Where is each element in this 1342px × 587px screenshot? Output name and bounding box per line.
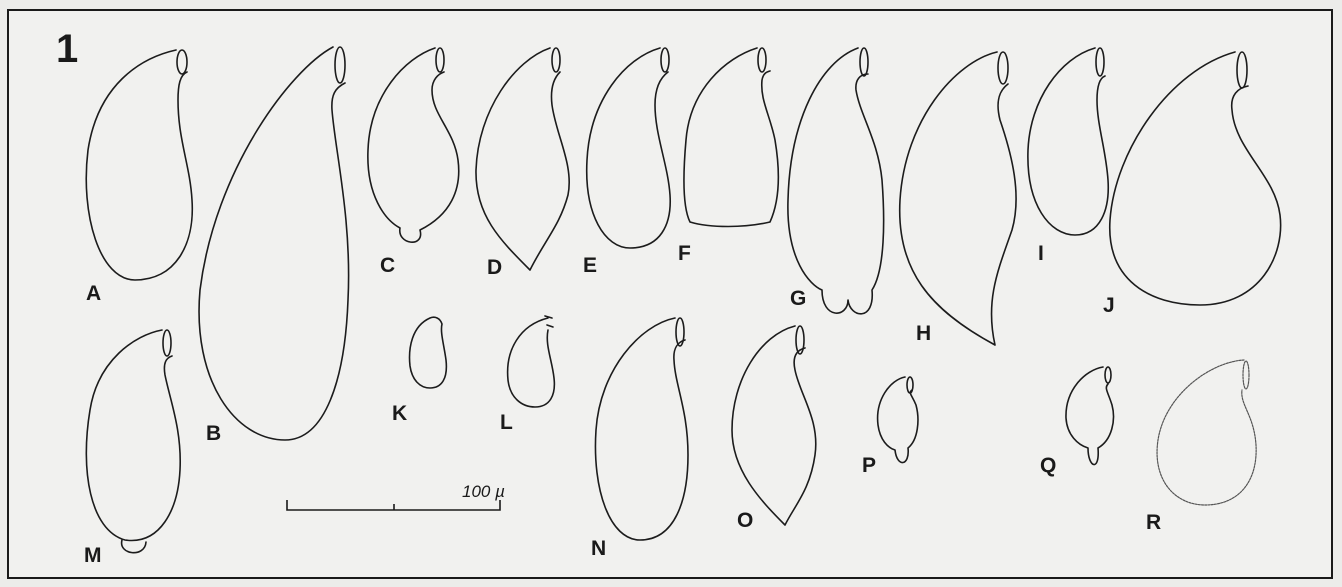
label-M: M bbox=[84, 544, 102, 567]
label-E: E bbox=[583, 254, 597, 277]
label-I: I bbox=[1038, 242, 1044, 265]
scale-bar-label: 100 µ bbox=[462, 482, 505, 501]
label-R: R bbox=[1146, 511, 1161, 534]
label-P: P bbox=[862, 454, 876, 477]
label-J: J bbox=[1103, 294, 1115, 317]
label-L: L bbox=[500, 411, 513, 434]
label-O: O bbox=[737, 509, 753, 532]
label-H: H bbox=[916, 322, 931, 345]
label-G: G bbox=[790, 287, 806, 310]
label-K: K bbox=[392, 402, 407, 425]
label-D: D bbox=[487, 256, 502, 279]
label-F: F bbox=[678, 242, 691, 265]
label-B: B bbox=[206, 422, 221, 445]
label-A: A bbox=[86, 282, 101, 305]
panel-number: 1 bbox=[56, 27, 78, 71]
label-Q: Q bbox=[1040, 454, 1056, 477]
label-N: N bbox=[591, 537, 606, 560]
figure-frame bbox=[8, 10, 1332, 578]
label-C: C bbox=[380, 254, 395, 277]
